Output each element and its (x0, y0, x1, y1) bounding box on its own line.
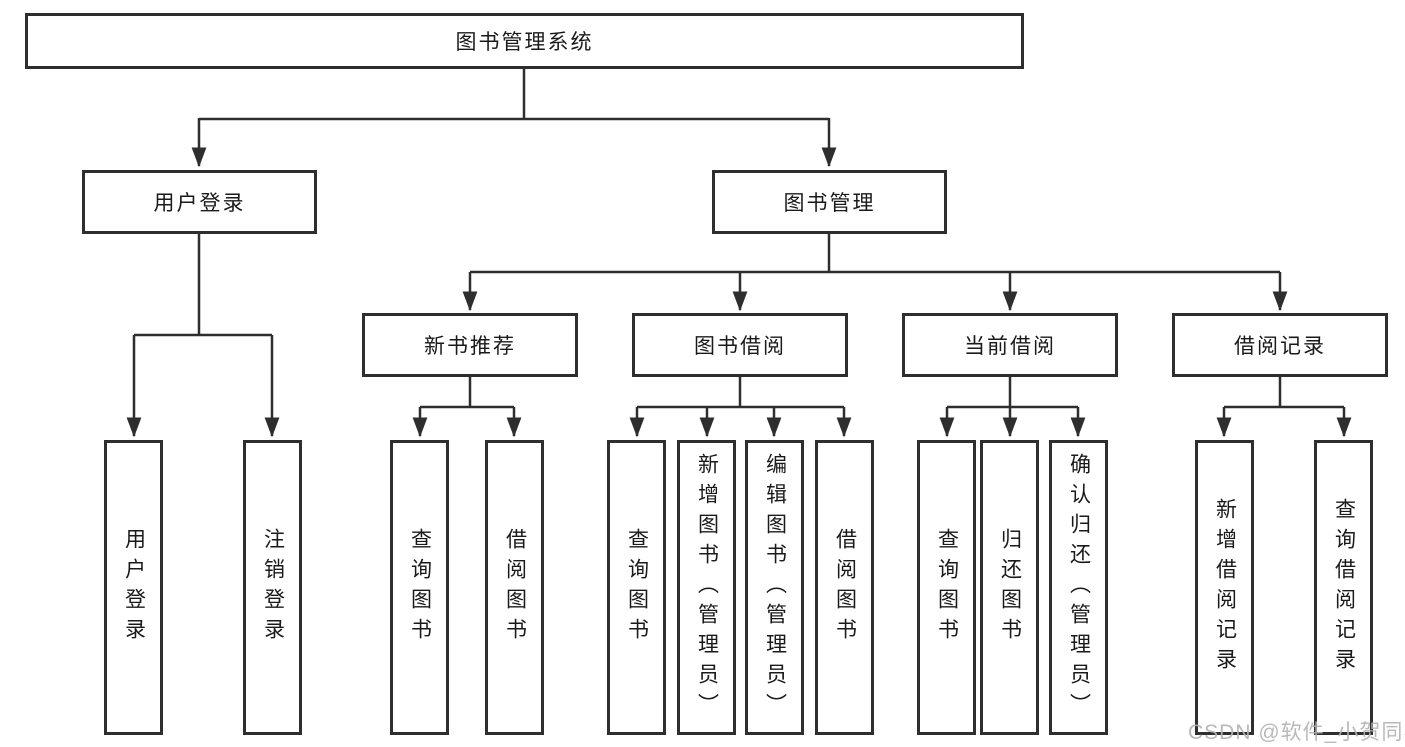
leaf-nb-query-book-label: 查询图书 (408, 527, 432, 648)
node-book-borrow: 图书借阅 (632, 313, 848, 377)
leaf-br-query-record-label: 查询借阅记录 (1332, 497, 1356, 678)
node-root-label: 图书管理系统 (455, 31, 594, 54)
node-book-management-label: 图书管理 (783, 192, 876, 215)
leaf-user-login: 用户登录 (104, 440, 163, 735)
leaf-logout-label: 注销登录 (261, 527, 285, 648)
node-book-borrow-label: 图书借阅 (694, 335, 786, 358)
node-book-management: 图书管理 (712, 170, 947, 234)
node-new-book-recommend: 新书推荐 (362, 313, 578, 377)
node-current-borrow: 当前借阅 (902, 313, 1118, 377)
leaf-br-add-record-label: 新增借阅记录 (1213, 497, 1237, 678)
leaf-bb-add-book-admin: 新增图书（管理员） (677, 440, 736, 735)
leaf-bb-edit-book-admin-label: 编辑图书（管理员） (763, 452, 787, 723)
leaf-nb-query-book: 查询图书 (390, 440, 449, 735)
node-borrow-record: 借阅记录 (1172, 313, 1388, 377)
leaf-cb-return-book: 归还图书 (980, 440, 1039, 735)
node-user-login: 用户登录 (82, 170, 317, 234)
leaf-cb-confirm-return-admin-label: 确认归还（管理员） (1067, 452, 1091, 723)
node-user-login-label: 用户登录 (153, 192, 246, 215)
node-new-book-recommend-label: 新书推荐 (424, 335, 516, 358)
leaf-br-add-record: 新增借阅记录 (1195, 440, 1254, 735)
node-borrow-record-label: 借阅记录 (1234, 335, 1326, 358)
leaf-br-query-record: 查询借阅记录 (1314, 440, 1373, 735)
node-current-borrow-label: 当前借阅 (964, 335, 1056, 358)
leaf-logout: 注销登录 (243, 440, 302, 735)
leaf-nb-borrow-book: 借阅图书 (485, 440, 544, 735)
leaf-bb-borrow-book-label: 借阅图书 (833, 527, 857, 648)
leaf-bb-query-book-label: 查询图书 (625, 527, 649, 648)
leaf-bb-query-book: 查询图书 (607, 440, 666, 735)
leaf-bb-edit-book-admin: 编辑图书（管理员） (745, 440, 804, 735)
leaf-user-login-label: 用户登录 (122, 527, 146, 648)
leaf-cb-query-book-label: 查询图书 (935, 527, 959, 648)
watermark: CSDN @软件_小贺同学 (1188, 721, 1405, 744)
leaf-cb-confirm-return-admin: 确认归还（管理员） (1049, 440, 1108, 735)
node-root: 图书管理系统 (25, 13, 1024, 69)
leaf-cb-return-book-label: 归还图书 (998, 527, 1022, 648)
leaf-cb-query-book: 查询图书 (917, 440, 976, 735)
leaf-nb-borrow-book-label: 借阅图书 (503, 527, 527, 648)
leaf-bb-borrow-book: 借阅图书 (815, 440, 874, 735)
leaf-bb-add-book-admin-label: 新增图书（管理员） (695, 452, 719, 723)
